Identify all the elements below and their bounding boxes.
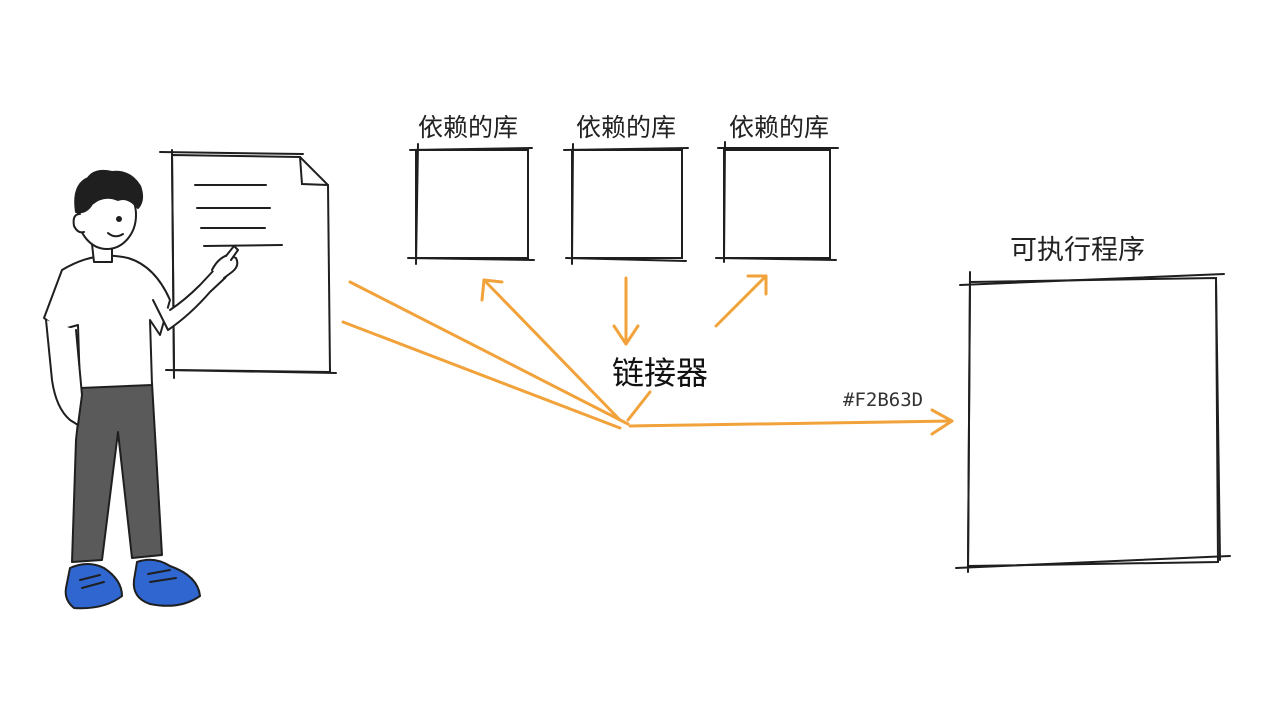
library-label-2: 依赖的库	[576, 113, 677, 142]
arrow-linker-to-lib-3	[714, 274, 768, 328]
arrow-linker-to-executable	[628, 419, 954, 428]
linker-arrows	[341, 274, 954, 436]
arrow-linker-to-lib-1	[482, 278, 622, 422]
executable-label: 可执行程序	[1010, 235, 1145, 266]
library-box-icon	[407, 141, 839, 265]
executable-box-icon	[955, 271, 1231, 573]
person-figure-icon	[43, 169, 239, 610]
document-icon	[159, 149, 337, 379]
library-label-1: 依赖的库	[418, 113, 519, 142]
arrow-document-to-linker-2	[341, 320, 622, 430]
arrow-color-label: #F2B63D	[843, 389, 924, 411]
library-label-3: 依赖的库	[729, 113, 830, 142]
linker-label: 链接器	[612, 354, 709, 392]
arrow-document-to-linker	[348, 280, 630, 426]
